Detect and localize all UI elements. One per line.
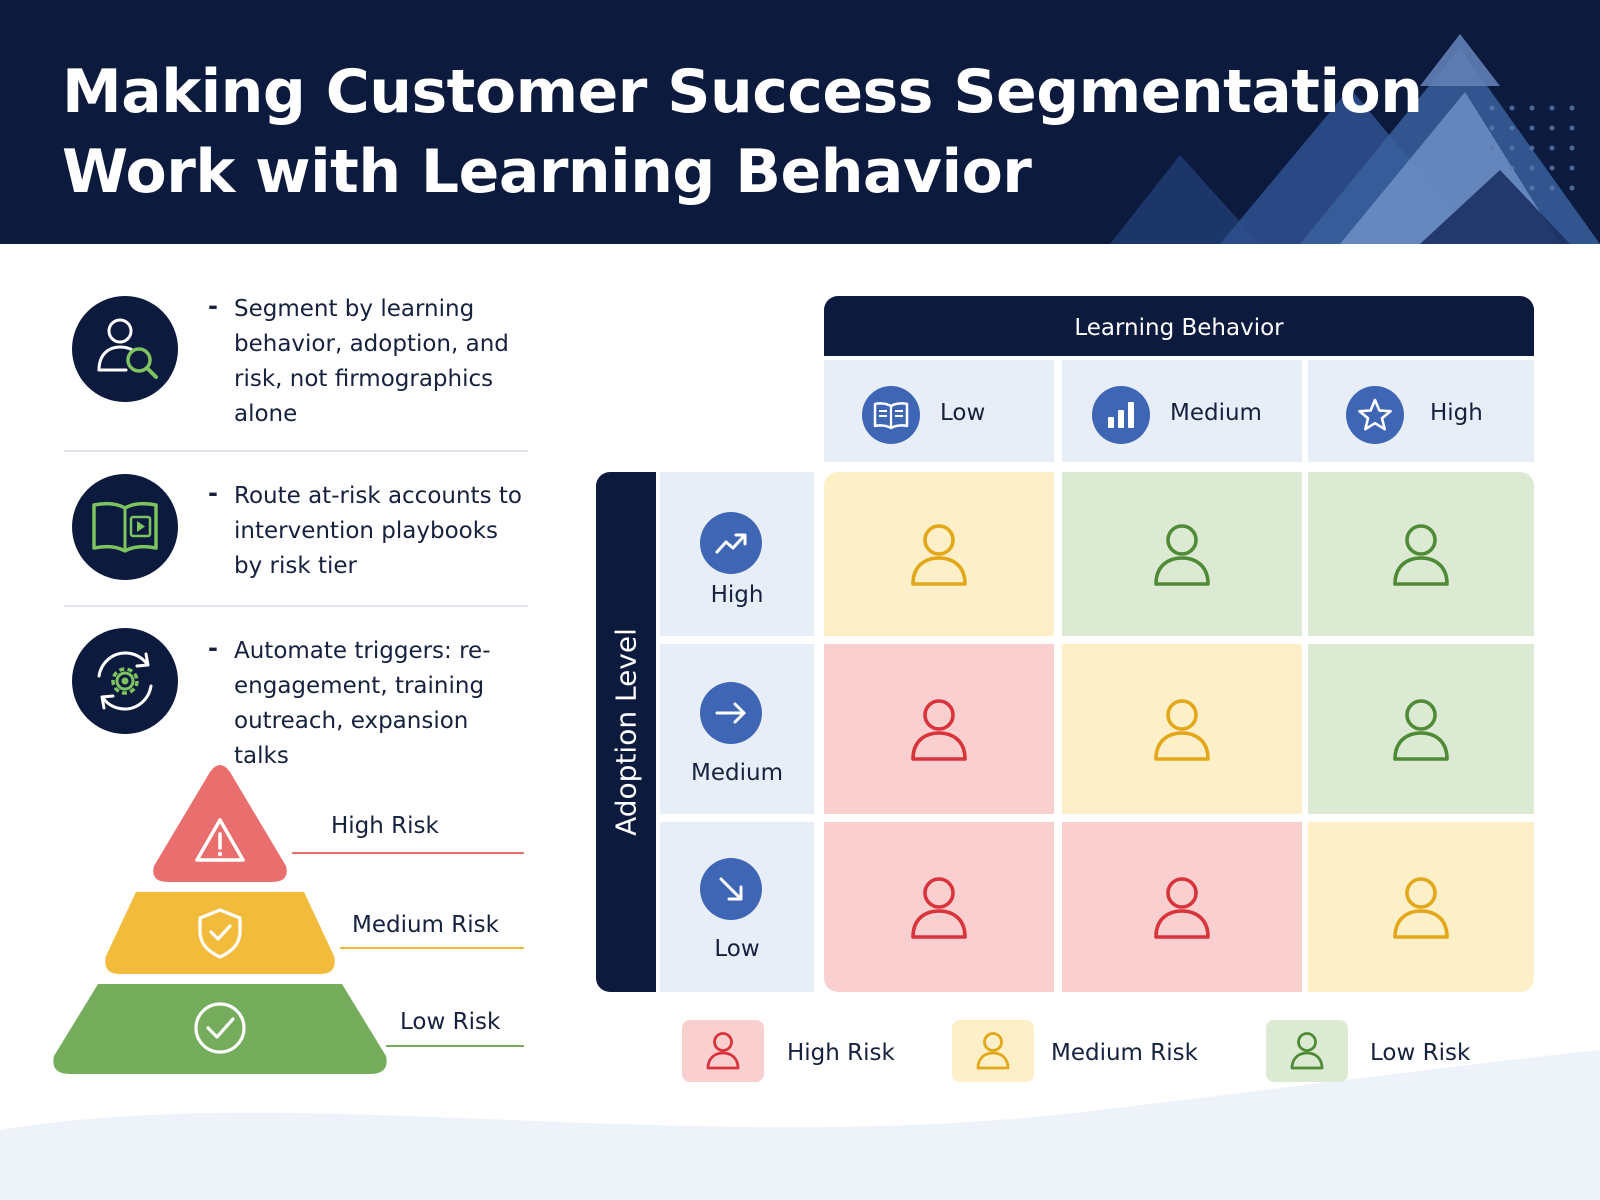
matrix-cell-adoption-high-learning-medium — [1062, 472, 1302, 636]
matrix-cell-adoption-low-learning-high — [1308, 822, 1534, 992]
automation-gear-icon — [72, 628, 178, 734]
arrow-right-icon — [700, 682, 762, 744]
bullet-text: Segment by learning behavior, adoption, … — [234, 296, 509, 427]
bullet-segment: - Segment by learning behavior, adoption… — [64, 292, 528, 432]
bullet-text: Automate triggers: re-engagement, traini… — [234, 638, 491, 769]
risk-pyramid — [53, 765, 387, 1074]
mountain-decoration — [1110, 34, 1600, 244]
bullet-dash: - — [208, 479, 218, 507]
column-header-low: Low — [824, 360, 1054, 462]
page-title-line-1: Making Customer Success Segmentation — [62, 57, 1423, 127]
page-title-line-2: Work with Learning Behavior — [62, 137, 1032, 207]
legend-label-medium: Medium Risk — [1051, 1040, 1198, 1066]
bullet-divider — [64, 605, 528, 607]
pyramid-line-medium — [340, 947, 524, 949]
pyramid-label-low: Low Risk — [400, 1009, 501, 1035]
book-icon — [862, 386, 920, 444]
adoption-level-bar — [596, 472, 656, 992]
bullet-route: - Route at-risk accounts to intervention… — [64, 474, 528, 599]
row-label-high: High — [710, 582, 764, 608]
row-header-low: Low — [660, 822, 814, 992]
user-search-icon — [72, 296, 178, 402]
row-header-high: High — [660, 472, 814, 636]
row-label-medium: Medium — [691, 760, 783, 786]
matrix-cell-adoption-medium-learning-high — [1308, 644, 1534, 814]
learning-behavior-header: Learning Behavior — [824, 296, 1534, 356]
matrix-cell-adoption-medium-learning-medium — [1062, 644, 1302, 814]
legend-label-high: High Risk — [787, 1040, 895, 1066]
header-banner: Making Customer Success Segmentation Wor… — [0, 0, 1600, 244]
warning-icon — [195, 818, 245, 862]
matrix-cell-adoption-high-learning-high — [1308, 472, 1534, 636]
legend-swatch-low — [1266, 1020, 1348, 1082]
bullet-dash: - — [208, 634, 218, 662]
matrix-cell-adoption-high-learning-low — [824, 472, 1054, 636]
row-label-low: Low — [714, 936, 760, 962]
arrow-down-right-icon — [700, 858, 762, 920]
pyramid-tier-low — [53, 984, 387, 1074]
bullet-text: Route at-risk accounts to intervention p… — [234, 483, 522, 579]
pyramid-line-high — [292, 852, 524, 854]
legend-label-low: Low Risk — [1370, 1040, 1471, 1066]
page-title: Making Customer Success Segmentation Wor… — [62, 52, 1423, 212]
trend-up-icon — [700, 512, 762, 574]
column-header-medium: Medium — [1062, 360, 1302, 462]
column-label-high: High — [1430, 400, 1483, 426]
row-header-medium: Medium — [660, 644, 814, 814]
matrix-cell-adoption-medium-learning-low — [824, 644, 1054, 814]
check-circle-icon — [194, 1002, 246, 1054]
matrix-cell-adoption-low-learning-medium — [1062, 822, 1302, 992]
bar-chart-icon — [1092, 386, 1150, 444]
bottom-wave-decoration — [0, 1050, 1600, 1200]
bullet-divider — [64, 450, 528, 452]
bullet-automate: - Automate triggers: re-engagement, trai… — [64, 628, 528, 769]
column-header-high: High — [1308, 360, 1534, 462]
legend-swatch-high — [682, 1020, 764, 1082]
star-icon — [1346, 386, 1404, 444]
bullet-dash: - — [208, 292, 218, 320]
shield-check-icon — [198, 908, 242, 959]
pyramid-tier-medium — [105, 892, 335, 974]
playbook-icon — [72, 474, 178, 580]
legend-swatch-medium — [952, 1020, 1034, 1082]
pyramid-line-low — [386, 1045, 524, 1047]
column-label-medium: Medium — [1170, 400, 1262, 426]
column-label-low: Low — [940, 400, 986, 426]
pyramid-label-medium: Medium Risk — [352, 912, 499, 938]
matrix-cell-adoption-low-learning-low — [824, 822, 1054, 992]
adoption-level-label: Adoption Level — [609, 628, 643, 836]
pyramid-label-high: High Risk — [331, 813, 439, 839]
